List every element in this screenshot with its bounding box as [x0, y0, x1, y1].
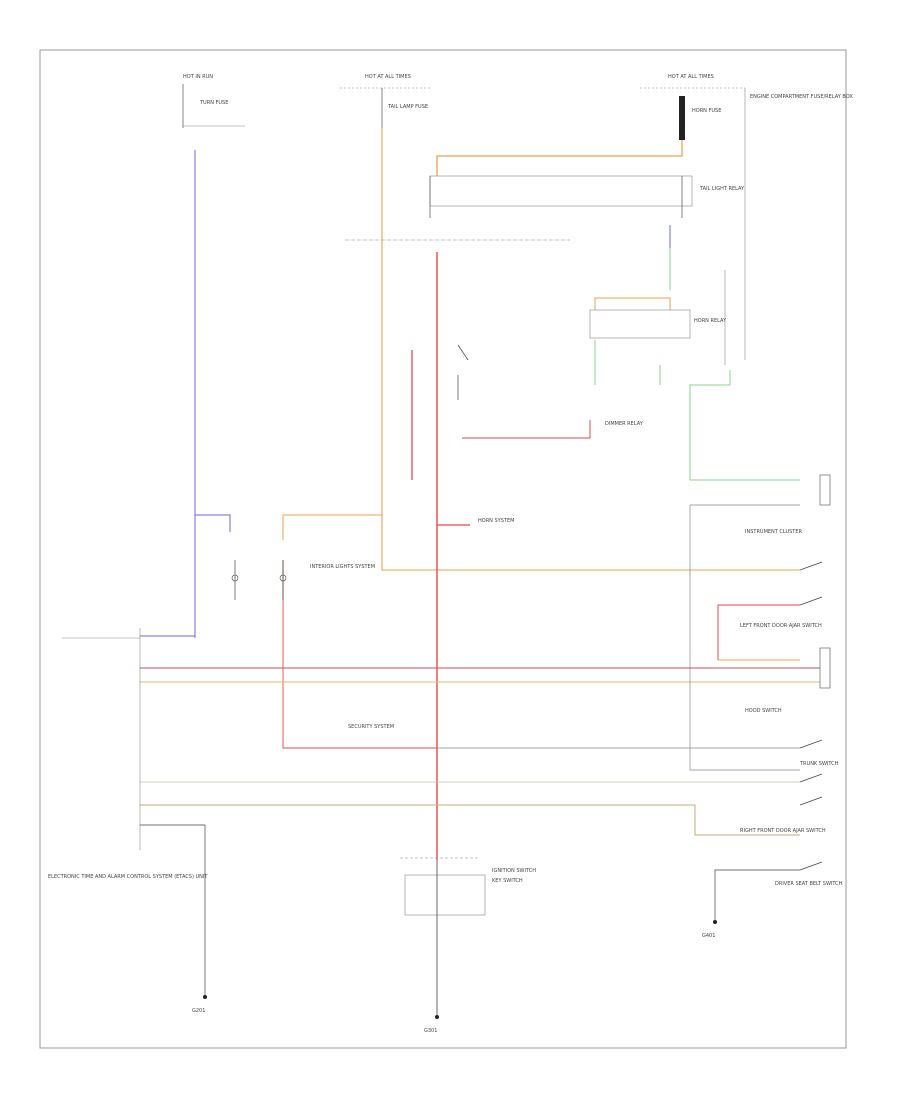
- ground-symbol-2: [435, 1015, 439, 1019]
- label-ground-2: G301: [424, 1028, 437, 1034]
- label-horn-fuse: HORN FUSE: [692, 108, 721, 114]
- label-door-ajar-rf: RIGHT FRONT DOOR AJAR SWITCH: [740, 828, 826, 834]
- label-interior-lights-system: INTERIOR LIGHTS SYSTEM: [310, 564, 375, 570]
- top-left-fuse-block: HOT IN RUN TURN FUSE: [182, 74, 245, 128]
- label-seat-belt-switch: DRIVER SEAT BELT SWITCH: [775, 881, 843, 887]
- label-ground-1: G201: [192, 1008, 205, 1014]
- label-instrument-cluster: INSTRUMENT CLUSTER: [745, 529, 803, 535]
- diagram-frame: [39, 49, 847, 1049]
- wire-orange-top: [436, 140, 683, 176]
- wire-green-right-4: [689, 370, 800, 481]
- wire-red-door-ajar-rf: [717, 604, 800, 660]
- label-trunk-switch: TRUNK SWITCH: [799, 761, 839, 767]
- label-tail-light-relay: TAIL LIGHT RELAY: [699, 186, 745, 192]
- right-switches: LEFT FRONT DOOR AJAR SWITCH RIGHT FRONT …: [740, 561, 843, 887]
- label-turn-fuse: TURN FUSE: [199, 100, 228, 106]
- wire-red-module: [282, 560, 437, 749]
- label-engine-compartment-box: ENGINE COMPARTMENT FUSE/RELAY BOX: [750, 94, 853, 100]
- ground-symbol-3: [713, 920, 717, 924]
- label-hot-at-all-times-2: HOT AT ALL TIMES: [668, 74, 714, 80]
- horn-fuse-element: [679, 96, 685, 140]
- horn-relay: HORN RELAY DIMMER RELAY: [589, 309, 727, 427]
- cluster-connectors: [819, 474, 831, 689]
- relay-symbols-center: [231, 344, 469, 600]
- label-hot-at-all-times-1: HOT AT ALL TIMES: [365, 74, 411, 80]
- ignition-switch: IGNITION SWITCH KEY SWITCH: [400, 857, 536, 1015]
- label-door-ajar-lf: LEFT FRONT DOOR AJAR SWITCH: [740, 623, 822, 629]
- top-right-fuse-block: HOT AT ALL TIMES ENGINE COMPARTMENT FUSE…: [640, 74, 853, 360]
- label-tail-lamp-fuse: TAIL LAMP FUSE: [387, 104, 428, 110]
- label-hood-switch: HOOD SWITCH: [745, 708, 782, 714]
- label-hot-in-run: HOT IN RUN: [183, 74, 213, 80]
- label-horn-relay: HORN RELAY: [694, 318, 727, 324]
- label-ignition-switch: IGNITION SWITCH: [492, 868, 536, 874]
- tail-light-relay: TAIL LIGHT RELAY: [429, 175, 745, 218]
- wire-ground-left: [140, 824, 206, 995]
- label-ground-3: G401: [702, 933, 715, 939]
- wire-red-horn: [462, 420, 591, 439]
- wire-orange-lower: [381, 128, 800, 571]
- wire-tan-seat-belt: [140, 804, 800, 836]
- ground-symbol-1: [203, 995, 207, 999]
- wire-ground-right: [714, 869, 800, 920]
- wire-orange-dimmer: [594, 297, 671, 310]
- top-center-fuse-block: HOT AT ALL TIMES TAIL LAMP FUSE: [340, 74, 430, 128]
- etacs-module: ELECTRONIC TIME AND ALARM CONTROL SYSTEM…: [48, 628, 208, 880]
- label-horn-system: HORN SYSTEM: [478, 518, 514, 524]
- wire-orange-center: [282, 514, 382, 540]
- label-key-switch: KEY SWITCH: [492, 878, 523, 884]
- wire-blue-loop: [195, 514, 231, 532]
- label-security-system: SECURITY SYSTEM: [348, 724, 394, 730]
- label-etacs: ELECTRONIC TIME AND ALARM CONTROL SYSTEM…: [48, 874, 208, 880]
- label-dimmer-relay: DIMMER RELAY: [605, 421, 644, 427]
- wire-blue-to-module: [140, 620, 196, 637]
